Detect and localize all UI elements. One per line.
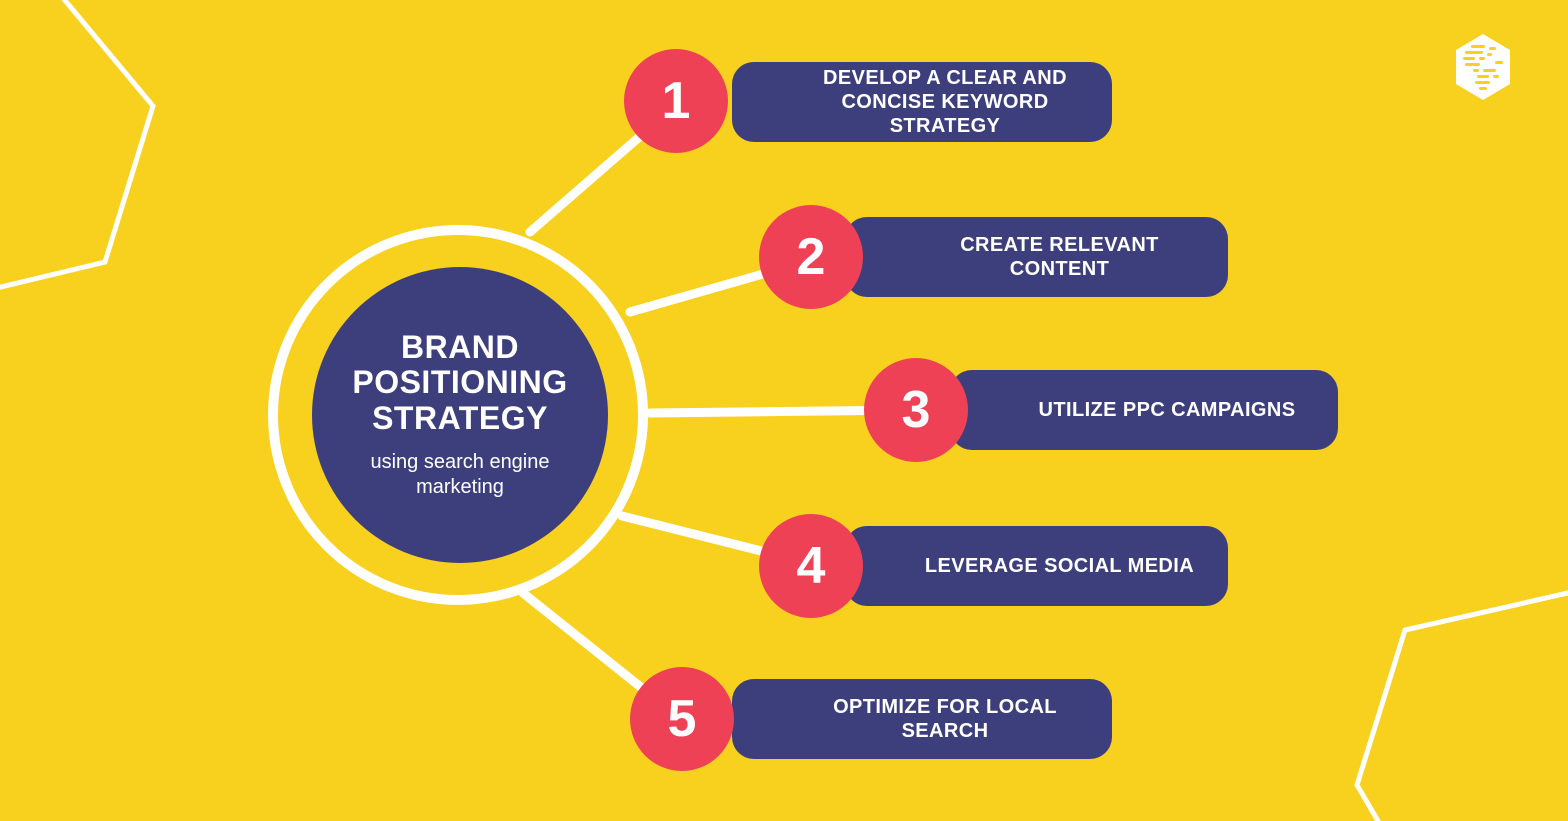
hub-title: BRAND POSITIONING STRATEGY [352,330,567,436]
hub-ring [268,225,648,605]
hub-circle: BRAND POSITIONING STRATEGY using search … [312,267,608,563]
item-label-1: DEVELOP A CLEAR AND CONCISE KEYWORD STRA… [823,67,1067,137]
hub-title-line-2: POSITIONING [352,364,568,401]
item-number-3: 3 [901,381,931,439]
item-number-circle-2: 2 [759,205,863,309]
connector-lines [518,107,915,717]
item-pill-2: CREATE RELEVANT CONTENT [845,217,1228,297]
hexagon-outline-bottom-right [1354,590,1568,821]
item-number-circle-1: 1 [624,49,728,153]
item-number-2: 2 [796,228,826,286]
hub-title-line-3: STRATEGY [372,399,548,436]
hub-subtitle: using search engine marketing [370,450,550,498]
item-label-5: OPTIMIZE FOR LOCAL SEARCH [833,696,1057,742]
item-number-circle-4: 4 [759,514,863,618]
hexagon-globe-logo-icon [1456,34,1510,100]
item-number-circle-3: 3 [864,358,968,462]
item-number-4: 4 [796,537,826,595]
item-label-3: UTILIZE PPC CAMPAIGNS [1038,399,1296,421]
item-pill-4: LEVERAGE SOCIAL MEDIA [845,526,1228,606]
item-pill-1: DEVELOP A CLEAR AND CONCISE KEYWORD STRA… [732,62,1112,142]
item-pill-5: OPTIMIZE FOR LOCAL SEARCH [732,679,1112,759]
item-number-circle-5: 5 [630,667,734,771]
item-pill-3: UTILIZE PPC CAMPAIGNS [950,370,1338,450]
item-number-5: 5 [667,690,697,748]
item-label-4: LEVERAGE SOCIAL MEDIA [924,555,1195,577]
item-number-1: 1 [661,72,691,130]
hub-title-line-1: BRAND [400,329,520,366]
item-label-2: CREATE RELEVANT CONTENT [960,234,1159,280]
hexagon-outline-top-left [0,0,156,290]
